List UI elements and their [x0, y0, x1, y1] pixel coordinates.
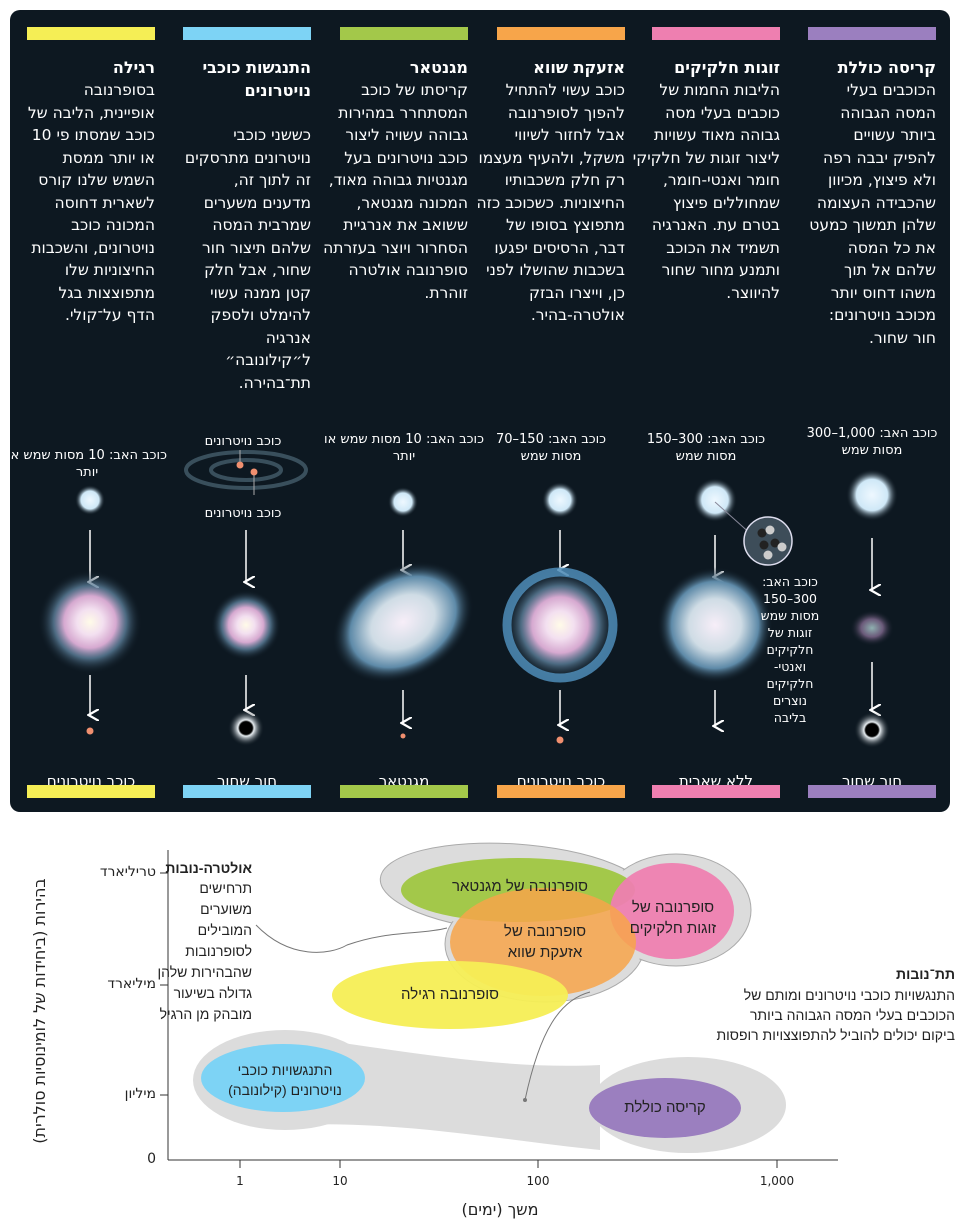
column-body: קריסתו של כוכב המסתחרר במהירות גבוהה עשו… [323, 81, 468, 302]
y-tick: טריליארד [99, 864, 156, 880]
region-label-merger: התנגשויות כוכבי נויטרונים (קילונובה) [228, 1062, 342, 1098]
region-label-regular: סופרנובה רגילה [401, 986, 499, 1003]
explosion [504, 569, 616, 681]
column-body: כוכב עשוי להתחיל להפוך לסופרנובה אבל לחז… [476, 81, 625, 324]
progenitor-star [693, 478, 737, 522]
magnetar [400, 733, 406, 739]
regular-sequence [38, 485, 142, 735]
color-bar [808, 27, 936, 40]
x-tick: 10 [332, 1174, 348, 1188]
shell-ring [502, 567, 618, 683]
region-label-magnetar: סופרנובה של מגנטאר [451, 878, 589, 895]
region-label-ppi: סופרנובה של אזעקת שווא [503, 923, 587, 961]
neutron-star-label: כוכב נויטרונים [204, 434, 282, 449]
sub-nova-note: תת־נובות התנגשויות כוכבי נויטרונים ומותם… [590, 964, 956, 1045]
column-magnetar: מגנטאר קריסתו של כוכב המסתחרר במהירות גב… [323, 27, 484, 807]
sub-nova-body: התנגשויות כוכבי נויטרונים ומותם של הכוכב… [716, 987, 956, 1043]
ultra-nova-body: תרחישים משוערים המובילים לסופרנובות שהבה… [157, 880, 252, 1022]
progenitor-star [542, 482, 578, 518]
ultra-nova-note: אולטרה-נובות תרחישים משוערים המובילים לס… [152, 858, 252, 1025]
neutron-star [250, 468, 258, 476]
color-bar [808, 785, 936, 798]
particle-pairs-inset [743, 516, 793, 566]
inset-note: כוכב האב: 300–150 מסות שמש זוגות של חלקי… [760, 574, 820, 725]
y-tick: מיליון [124, 1086, 156, 1102]
neutron-star-label: כוכב נויטרונים [204, 506, 282, 521]
column-collapse: קריסה כוללת הכוכבים בעלי המסה הגבוהה ביו… [807, 27, 937, 807]
progenitor-label: כוכב האב: 1,000–300 מסות שמש [806, 426, 938, 458]
y-tick: 0 [147, 1151, 156, 1167]
x-tick: 1,000 [759, 1174, 795, 1188]
column-title: התנגשות כוכבי נויטרונים [202, 58, 311, 100]
color-bar [497, 27, 625, 40]
column-title: אזעקת שווא [533, 58, 625, 77]
color-bar [497, 785, 625, 798]
x-tick: 100 [526, 1174, 550, 1188]
column-title: מגנטאר [409, 58, 468, 77]
color-bar [340, 785, 468, 798]
ultra-nova-title: אולטרה-נובות [165, 860, 252, 876]
progenitor-label: כוכב האב: 10 מסות שמש או יותר [7, 448, 167, 480]
column-body: בסופרנובה אופיינית, הליבה של כוכב שמסתו … [27, 81, 155, 324]
progenitor-label: כוכב האב: 150–70 מסות שמש [495, 432, 607, 464]
black-hole [854, 712, 890, 748]
progenitor-label: כוכב האב: 300–150 מסות שמש [646, 432, 766, 464]
progenitor-star [75, 485, 105, 515]
explosion [657, 567, 773, 683]
merger-sequence [184, 450, 308, 746]
collapse-sequence [846, 469, 898, 748]
explosion [332, 561, 474, 683]
column-title: רגילה [112, 58, 155, 77]
column-body: הליבות החמות של כוכבים בעלי מסה גבוהה מא… [632, 81, 780, 302]
faint-explosion [850, 610, 894, 646]
x-tick: 1 [236, 1174, 244, 1188]
sub-nova-title: תת־נובות [896, 966, 955, 982]
magnetar-sequence [332, 487, 474, 739]
kilonova [211, 590, 281, 660]
y-axis-label: בהירות (ביחידות של לומינוסיות סולרית) [30, 878, 49, 1144]
color-bar [27, 785, 155, 798]
neutron-star [236, 461, 244, 469]
neutron-star [86, 727, 94, 735]
ultra-leader-line [255, 924, 448, 953]
column-pair-instability: זוגות חלקיקים הליבות החמות של כוכבים בעל… [633, 27, 819, 807]
spiral [184, 450, 308, 490]
column-regular: רגילה בסופרנובה אופיינית, הליבה של כוכב … [7, 27, 167, 807]
progenitor-star [846, 469, 898, 521]
supernova-types-panel: קריסה כוללת הכוכבים בעלי המסה הגבוהה ביו… [7, 10, 950, 812]
x-axis-label: משך (ימים) [461, 1200, 539, 1219]
column-title: זוגות חלקיקים [674, 58, 780, 77]
explosion [38, 570, 142, 674]
color-bar [27, 27, 155, 40]
sub-leader-line [524, 991, 591, 1101]
color-bar [652, 785, 780, 798]
black-hole [228, 710, 264, 746]
y-tick: מיליארד [107, 976, 156, 992]
ppi-sequence [502, 482, 618, 744]
color-bar [183, 785, 311, 798]
column-title: קריסה כוללת [837, 58, 936, 77]
color-bar [652, 27, 780, 40]
star-illustrations [38, 450, 898, 748]
region-label-collapse: קריסה כוללת [624, 1099, 706, 1116]
progenitor-label: כוכב האב: 10 מסות שמש או יותר [324, 432, 484, 464]
pair-sequence [657, 478, 793, 726]
column-false-alarm: אזעקת שווא כוכב עשוי להתחיל להפוך לסופרנ… [477, 27, 625, 807]
color-bar [340, 27, 468, 40]
column-body: הכוכבים בעלי המסה הגבוהה ביותר עשויים לה… [809, 81, 936, 347]
color-bar [183, 27, 311, 40]
region-label-pair: סופרנובה של זוגות חלקיקים [629, 899, 717, 937]
column-neutron-star-merger: התנגשות כוכבי נויטרונים כששני כוכבי נויט… [183, 27, 311, 807]
neutron-star [556, 736, 564, 744]
column-body: כששני כוכבי נויטרונים מתרסקים זה לתוך זה… [184, 126, 311, 392]
progenitor-star [388, 487, 418, 517]
